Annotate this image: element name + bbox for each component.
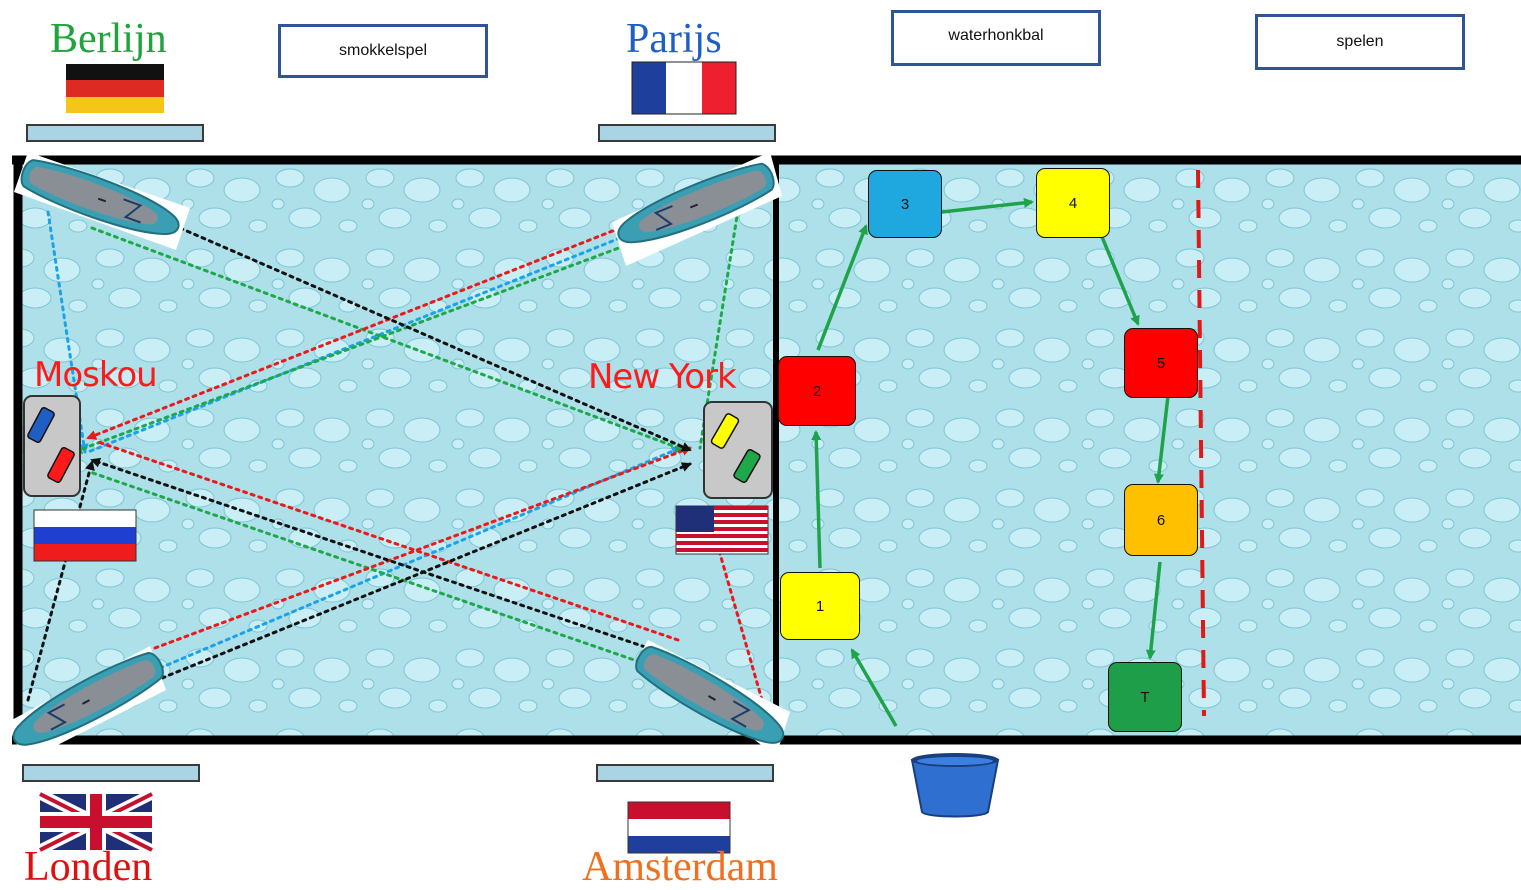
city-label-berlin: Berlijn	[50, 16, 167, 62]
city-label-london: Londen	[24, 844, 153, 890]
bench-amsterdam	[596, 764, 774, 782]
base-6: 6	[1124, 484, 1198, 556]
france-flag-icon	[631, 61, 737, 115]
paddleboard-bottom-left	[4, 644, 171, 762]
base-4: 4	[1036, 168, 1110, 238]
bench-paris	[598, 124, 776, 142]
baseball-route	[811, 197, 1170, 727]
bucket-icon	[906, 746, 1004, 822]
tab-smokkelspel[interactable]: smokkelspel	[278, 24, 488, 78]
paddleboard-bottom-right	[628, 638, 793, 757]
base-1: 1	[780, 572, 860, 640]
usa-flag-icon	[675, 505, 769, 555]
new-york-box	[703, 401, 773, 499]
smuggling-routes	[26, 208, 764, 702]
netherlands-flag-icon	[627, 801, 731, 854]
paddleboard-top-left	[14, 151, 190, 250]
uk-flag-icon	[37, 789, 155, 855]
bench-london	[22, 764, 200, 782]
city-label-moscow: Moskou	[34, 355, 158, 395]
base-5: 5	[1124, 328, 1198, 398]
bench-berlin	[26, 124, 204, 142]
city-label-amsterdam: Amsterdam	[582, 844, 778, 890]
city-label-new-york: New York	[588, 357, 737, 397]
tab-waterhonkbal[interactable]: waterhonkbal	[891, 10, 1101, 66]
tab-spelen[interactable]: spelen	[1255, 14, 1465, 70]
paddleboard-top-right	[610, 152, 782, 266]
baseball-pool	[776, 160, 1521, 740]
foul-line	[1196, 169, 1206, 717]
base-t: T	[1108, 662, 1182, 732]
base-3: 3	[868, 170, 942, 238]
base-2: 2	[778, 356, 856, 426]
city-label-paris: Parijs	[626, 16, 722, 62]
moscow-box	[23, 395, 81, 497]
germany-flag-icon	[66, 64, 164, 113]
russia-flag-icon	[33, 509, 137, 562]
